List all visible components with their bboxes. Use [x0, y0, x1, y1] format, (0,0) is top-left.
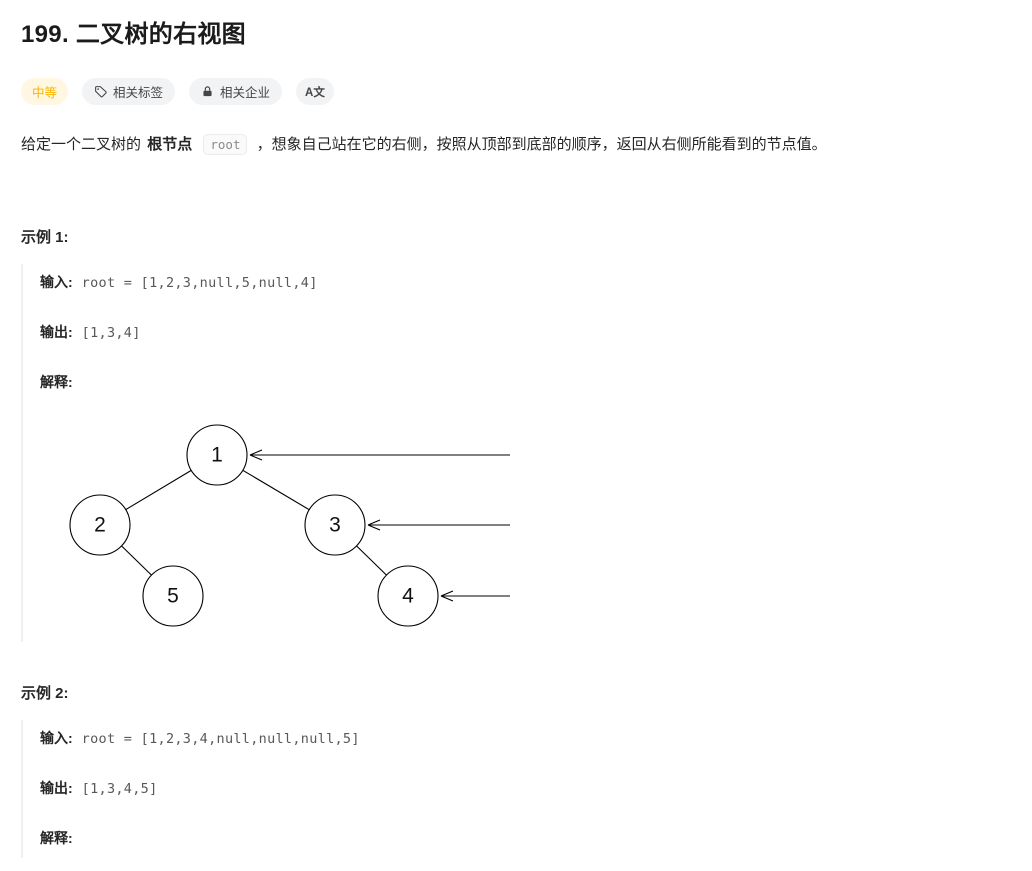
description-prefix: 给定一个二叉树的: [21, 136, 142, 153]
example1-heading: 示例 1:: [21, 229, 69, 247]
example2-heading: 示例 2:: [21, 685, 69, 703]
tree-node-label: 4: [402, 585, 414, 608]
view-arrow-head: [249, 454, 263, 461]
tree-node-label: 2: [94, 514, 106, 537]
problem-description: 给定一个二叉树的 根节点 root ，想象自己站在它的右侧，按照从顶部到底部的顺…: [21, 133, 1011, 156]
output-label: 输出:: [40, 324, 73, 341]
view-arrow-head: [367, 519, 381, 526]
translation-toggle-button[interactable]: A文: [296, 78, 334, 105]
output-value: [1,3,4]: [81, 325, 141, 342]
problem-title: 199. 二叉树的右视图: [21, 21, 246, 48]
view-arrow-head: [440, 595, 454, 602]
output-label: 输出:: [40, 780, 73, 797]
tag-icon: [94, 85, 107, 98]
view-arrow-head: [440, 590, 454, 597]
example1-block: 输入: root = [1,2,3,null,5,null,4] 输出: [1,…: [21, 264, 1011, 643]
description-suffix: ，想象自己站在它的右侧，按照从顶部到底部的顺序，返回从右侧所能看到的节点值。: [256, 136, 827, 153]
example1-input-line: 输入: root = [1,2,3,null,5,null,4]: [40, 272, 1011, 292]
tree-node: [69, 494, 131, 556]
description-inline-code: root: [203, 134, 248, 155]
input-label: 输入:: [40, 730, 73, 747]
difficulty-badge[interactable]: 中等: [21, 78, 69, 105]
view-arrow-head: [249, 449, 263, 456]
tree-node-label: 1: [211, 444, 223, 467]
related-tags-button[interactable]: 相关标签: [82, 78, 176, 105]
explain-label: 解释:: [40, 374, 73, 391]
tree-edge: [125, 470, 192, 511]
view-arrow-head: [367, 524, 381, 531]
example2-explain-line: 解释:: [40, 828, 1011, 848]
related-companies-label: 相关企业: [220, 86, 271, 100]
tree-node: [186, 424, 248, 486]
related-tags-label: 相关标签: [113, 86, 164, 100]
tree-edge: [242, 470, 310, 511]
tree-edge: [121, 545, 152, 576]
tree-node: [377, 565, 439, 627]
example2-output-line: 输出: [1,3,4,5]: [40, 778, 1011, 798]
tree-node-label: 5: [167, 585, 179, 608]
tree-node: [142, 565, 204, 627]
related-companies-button[interactable]: 相关企业: [189, 78, 283, 105]
input-value: root = [1,2,3,4,null,null,null,5]: [81, 731, 360, 748]
example1-output-line: 输出: [1,3,4]: [40, 322, 1011, 342]
tree-node: [304, 494, 366, 556]
example2-input-line: 输入: root = [1,2,3,4,null,null,null,5]: [40, 728, 1011, 748]
lock-icon: [201, 85, 214, 98]
output-value: [1,3,4,5]: [81, 781, 158, 798]
badges-row: 中等 相关标签 相关企业 A文: [21, 78, 1011, 105]
tree-diagram: 1 2 3 5 4: [69, 424, 510, 627]
description-bold-term: 根节点: [147, 136, 193, 153]
example2-block: 输入: root = [1,2,3,4,null,null,null,5] 输出…: [21, 720, 1011, 859]
tree-diagram-container: 1 2 3 5 4: [68, 422, 1011, 632]
input-value: root = [1,2,3,null,5,null,4]: [81, 275, 318, 292]
example1-explain-line: 解释:: [40, 372, 1011, 392]
tree-edge: [356, 545, 387, 576]
tree-node-label: 3: [329, 514, 341, 537]
explain-label: 解释:: [40, 830, 73, 847]
input-label: 输入:: [40, 274, 73, 291]
